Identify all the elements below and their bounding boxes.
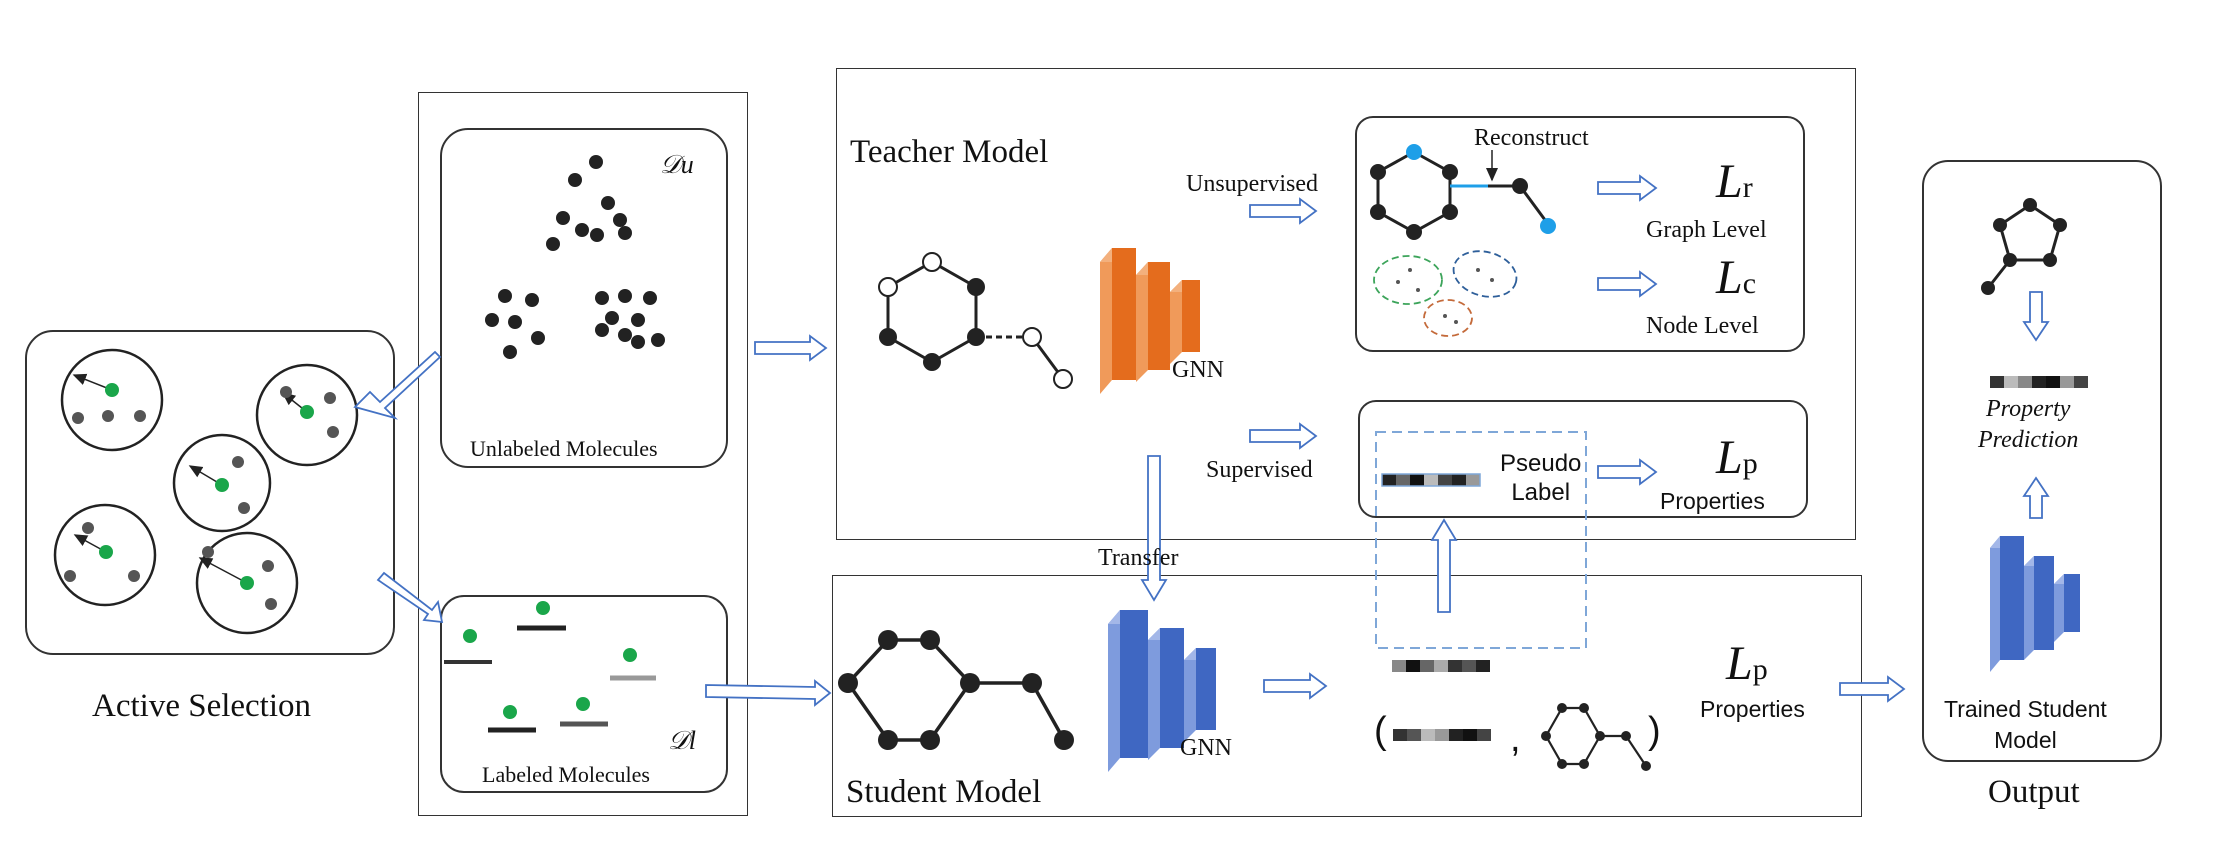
- output-atoms: [1981, 198, 2067, 295]
- teacher-panel: [836, 68, 1856, 540]
- tuple-atoms: [1541, 703, 1651, 771]
- labeled-pool-symbol: 𝒟l: [668, 726, 696, 755]
- teacher-atoms: [878, 252, 1073, 389]
- loss-r-subscript: r: [1742, 171, 1753, 204]
- cluster-points: [1396, 268, 1494, 324]
- tuple-close-paren: ): [1648, 710, 1661, 752]
- selection-cluster: [53, 348, 359, 635]
- unlabeled-pool-label: Unlabeled Molecules: [470, 436, 658, 461]
- transfer-label: Transfer: [1098, 545, 1179, 571]
- teacher-loss-p-subscript: p: [1742, 447, 1758, 480]
- student-gnn-label: GNN: [1180, 735, 1232, 761]
- output-panel: [1922, 160, 2162, 762]
- supervised-label: Supervised: [1206, 457, 1313, 483]
- output-molecule: [1986, 203, 2062, 289]
- student-loss-p-symbol: L: [1726, 637, 1753, 690]
- unlabeled-points: [485, 155, 665, 359]
- labeled-pool-label: Labeled Molecules: [482, 762, 650, 787]
- tuple-label-bar: [1393, 729, 1491, 741]
- active-selection-panel: [25, 330, 395, 655]
- properties-box: [1358, 400, 1808, 518]
- loss-r: Lr: [1716, 158, 1753, 206]
- trained-student-label: Trained Student Model: [1944, 696, 2107, 754]
- unsupervised-label: Unsupervised: [1186, 171, 1318, 197]
- tuple-comma: ,: [1510, 718, 1521, 760]
- student-label-bar: [1392, 660, 1490, 672]
- labeled-points: [444, 601, 656, 733]
- teacher-loss-p: Lp: [1716, 434, 1758, 482]
- tuple-open-paren: (: [1374, 710, 1387, 752]
- property-prediction-label: Property Prediction: [1978, 396, 2079, 454]
- loss-r-caption: Graph Level: [1646, 217, 1767, 243]
- output-gnn-icon: [1990, 536, 2080, 672]
- student-loss-p: Lp: [1726, 640, 1768, 688]
- reconstruction-box: [1355, 116, 1805, 352]
- active-selection-title: Active Selection: [92, 688, 312, 724]
- student-gnn-icon: [1108, 610, 1216, 772]
- teacher-title: Teacher Model: [850, 134, 1049, 170]
- teacher-label-bar: [1381, 473, 1481, 487]
- student-loss-p-subscript: p: [1752, 653, 1768, 686]
- loss-c-caption: Node Level: [1646, 313, 1759, 339]
- pseudo-label-text: Pseudo Label: [1500, 450, 1582, 506]
- loss-c-subscript: c: [1742, 267, 1757, 300]
- flow-arrows: [353, 174, 2050, 707]
- loss-r-symbol: L: [1716, 155, 1743, 208]
- loss-c-symbol: L: [1716, 251, 1743, 304]
- student-loss-p-caption: Properties: [1700, 696, 1805, 722]
- node-clusters: [1373, 250, 1518, 337]
- student-title: Student Model: [846, 774, 1042, 810]
- teacher-gnn-icon: [1100, 248, 1200, 394]
- unlabeled-pool-symbol: 𝒟u: [660, 150, 694, 179]
- student-atoms: [838, 630, 1074, 750]
- data-pools-panel: [418, 92, 748, 816]
- output-title: Output: [1988, 774, 2080, 810]
- unlabeled-pool-box: [440, 128, 728, 468]
- loss-c: Lc: [1716, 254, 1756, 302]
- reconstruct-atoms: [1370, 144, 1556, 240]
- teacher-loss-p-caption: Properties: [1660, 488, 1765, 514]
- pseudo-label-frame: [1375, 431, 1587, 649]
- teacher-loss-p-symbol: L: [1716, 431, 1743, 484]
- student-panel: [832, 575, 1862, 817]
- selection-nodes: [64, 373, 339, 610]
- reconstruct-label: Reconstruct: [1474, 125, 1589, 151]
- teacher-gnn-label: GNN: [1172, 357, 1224, 383]
- output-label-bar: [1990, 376, 2088, 388]
